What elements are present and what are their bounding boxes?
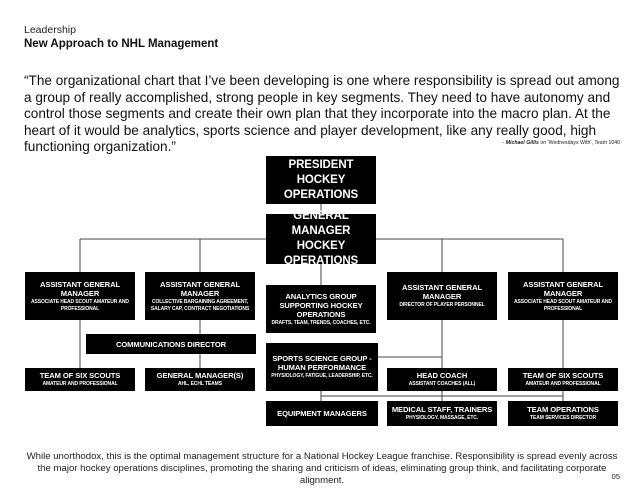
medical-staff-box: MEDICAL STAFF, TRAINERS PHYSIOLOGY, MASS… [387, 401, 497, 426]
medical-staff-sub: PHYSIOLOGY, MASSAGE, ETC. [405, 415, 479, 422]
attribution-prefix: - [502, 140, 506, 146]
president-box: PRESIDENT HOCKEY OPERATIONS [266, 156, 376, 204]
scouts-team-sub: AMATEUR AND PROFESSIONAL [42, 381, 118, 388]
scouts-team-2-box: TEAM OF SIX SCOUTS AMATEUR AND PROFESSIO… [508, 368, 618, 391]
agm-scouting-2-sub: ASSOCIATE HEAD SCOUT AMATEUR AND PROFESS… [514, 299, 612, 312]
quote: “The organizational chart that I’ve been… [24, 73, 620, 154]
head-coach-box: HEAD COACH ASSISTANT COACHES (ALL) [387, 368, 497, 391]
attribution-name: Michael Gillis [505, 140, 539, 146]
head-coach-sub: ASSISTANT COACHES (ALL) [408, 381, 476, 388]
analytics-group-title: ANALYTICS GROUP SUPPORTING HOCKEY OPERAT… [279, 291, 363, 319]
team-operations-title: TEAM OPERATIONS [527, 405, 599, 415]
agm-personnel-title: ASSISTANT GENERAL MANAGER [401, 283, 482, 302]
agm-scouting-title: ASSISTANT GENERAL MANAGER [39, 280, 120, 298]
agm-scouting-box: ASSISTANT GENERAL MANAGER ASSOCIATE HEAD… [25, 272, 135, 320]
section-label: Leadership [24, 24, 76, 36]
header: Leadership New Approach to NHL Managemen… [24, 24, 218, 50]
sports-science-sub: PHYSIOLOGY, FATIGUE, LEADERSHIP, ETC. [271, 373, 373, 380]
medical-staff-title: MEDICAL STAFF, TRAINERS [391, 405, 493, 415]
scouts-team-box: TEAM OF SIX SCOUTS AMATEUR AND PROFESSIO… [25, 368, 135, 391]
agm-personnel-sub: DIRECTOR OF PLAYER PERSONNEL [399, 302, 485, 309]
head-coach-title: HEAD COACH [416, 371, 468, 381]
analytics-group-box: ANALYTICS GROUP SUPPORTING HOCKEY OPERAT… [266, 285, 376, 333]
sports-science-title: SPORTS SCIENCE GROUP - HUMAN PERFORMANCE [272, 354, 372, 373]
general-managers-sub: AHL, ECHL TEAMS [178, 381, 222, 388]
quote-attribution: - Michael Gillis on ‘Wednesdays With’, T… [503, 140, 620, 146]
attribution-rest: on ‘Wednesdays With’, Team 1040 [538, 140, 620, 146]
general-manager-box: GENERAL MANAGER HOCKEY OPERATIONS [266, 210, 376, 267]
agm-personnel-box: ASSISTANT GENERAL MANAGER DIRECTOR OF PL… [387, 272, 497, 320]
agm-scouting-2-box: ASSISTANT GENERAL MANAGER ASSOCIATE HEAD… [508, 272, 618, 320]
scouts-team-title: TEAM OF SIX SCOUTS [39, 371, 121, 381]
equipment-managers-title: EQUIPMENT MANAGERS [277, 409, 367, 418]
team-operations-sub: TEAM SERVICES DIRECTOR [530, 415, 596, 422]
team-operations-box: TEAM OPERATIONS TEAM SERVICES DIRECTOR [508, 401, 618, 426]
general-managers-box: GENERAL MANAGER(S) AHL, ECHL TEAMS [145, 368, 255, 391]
agm-contracts-title: ASSISTANT GENERAL MANAGER [159, 280, 240, 298]
agm-contracts-box: ASSISTANT GENERAL MANAGER COLLECTIVE BAR… [145, 272, 255, 320]
communications-director-title: COMMUNICATIONS DIRECTOR [115, 339, 227, 349]
general-managers-title: GENERAL MANAGER(S) [156, 371, 244, 381]
scouts-team-2-title: TEAM OF SIX SCOUTS [522, 371, 604, 381]
footer-text: While unorthodox, this is the optimal ma… [26, 451, 618, 486]
communications-director-box: COMMUNICATIONS DIRECTOR [86, 334, 256, 354]
sports-science-box: SPORTS SCIENCE GROUP - HUMAN PERFORMANCE… [266, 343, 378, 391]
general-manager-title: GENERAL MANAGER HOCKEY OPERATIONS [283, 210, 359, 267]
president-title: PRESIDENT HOCKEY OPERATIONS [283, 158, 359, 201]
page-title: New Approach to NHL Management [24, 38, 219, 50]
page-number: 05 [611, 472, 620, 481]
equipment-managers-box: EQUIPMENT MANAGERS [266, 401, 378, 426]
agm-scouting-sub: ASSOCIATE HEAD SCOUT AMATEUR AND PROFESS… [31, 299, 129, 312]
scouts-team-2-sub: AMATEUR AND PROFESSIONAL [525, 381, 601, 388]
analytics-group-sub: DRAFTS, TEAM, TRENDS, COACHES, ETC. [271, 319, 371, 326]
agm-scouting-2-title: ASSISTANT GENERAL MANAGER [522, 280, 603, 298]
agm-contracts-sub: COLLECTIVE BARGAINING AGREEMENT, SALARY … [150, 299, 250, 312]
